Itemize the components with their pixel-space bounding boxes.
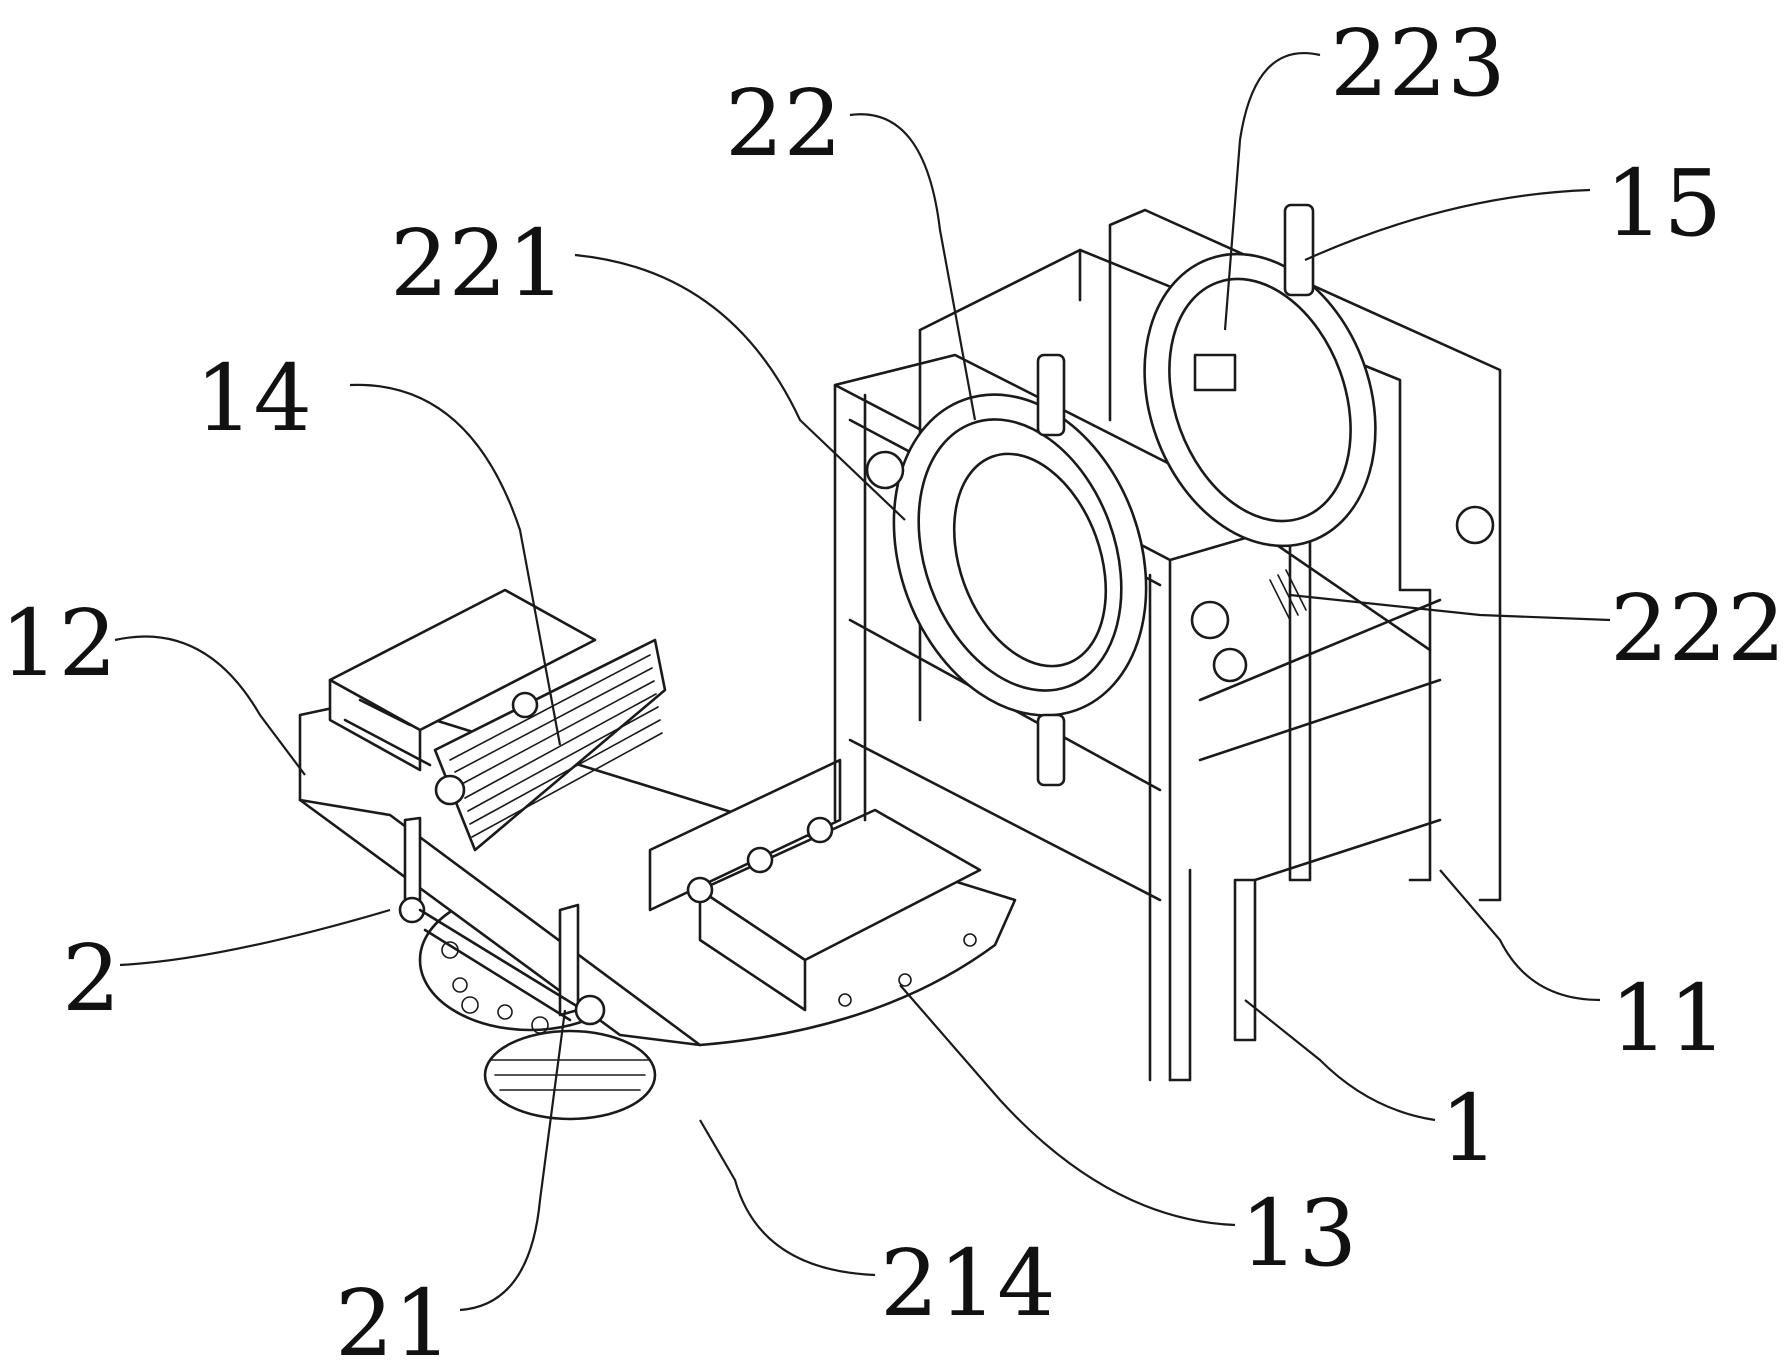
leader-214 bbox=[699, 1119, 876, 1277]
link-bar bbox=[418, 908, 577, 1022]
gear-ring-214 bbox=[489, 1059, 651, 1091]
leader-21 bbox=[459, 1009, 567, 1312]
bolt-hole bbox=[497, 1004, 513, 1020]
rear-coil-outer bbox=[1143, 252, 1377, 548]
leader-222 bbox=[1289, 593, 1611, 622]
bolt bbox=[838, 993, 852, 1007]
pivot bbox=[574, 994, 606, 1026]
leader-11 bbox=[1439, 869, 1601, 1002]
clamp-rail bbox=[343, 698, 432, 767]
back-plate bbox=[648, 758, 842, 912]
side-frame bbox=[1253, 513, 1432, 882]
label-2: 2 bbox=[62, 925, 121, 1032]
bolt-hole bbox=[461, 996, 479, 1014]
label-221: 221 bbox=[390, 210, 566, 317]
plate-edge bbox=[298, 798, 702, 1047]
knob bbox=[746, 846, 774, 874]
label-1: 1 bbox=[1440, 1075, 1499, 1182]
coil-assembly-22 bbox=[865, 203, 1495, 787]
label-223: 223 bbox=[1330, 10, 1506, 117]
leader-1 bbox=[1244, 999, 1436, 1122]
front-frame bbox=[833, 353, 1292, 1082]
bolt bbox=[898, 973, 912, 987]
label-21: 21 bbox=[335, 1270, 452, 1369]
axle bbox=[1455, 505, 1495, 545]
leader-13 bbox=[899, 984, 1236, 1227]
leader-223 bbox=[1223, 52, 1321, 331]
top-pipe-15 bbox=[1283, 203, 1315, 297]
roller-222 bbox=[1190, 600, 1230, 640]
label-11: 11 bbox=[1610, 965, 1727, 1072]
clip-223 bbox=[1193, 353, 1237, 392]
frame-braces bbox=[1198, 598, 1442, 882]
block-side bbox=[698, 888, 807, 1012]
label-222: 222 bbox=[1610, 575, 1786, 682]
rear-coil-inner bbox=[1168, 277, 1352, 523]
bolt-hole bbox=[531, 1016, 549, 1034]
left-clamp-block bbox=[328, 588, 597, 772]
leader-22 bbox=[849, 113, 977, 421]
label-12: 12 bbox=[0, 590, 117, 697]
leader-2 bbox=[119, 908, 391, 967]
spring-222 bbox=[1269, 569, 1307, 621]
label-214: 214 bbox=[880, 1230, 1056, 1337]
bottom-pipe bbox=[1036, 713, 1066, 787]
frame-foot bbox=[1168, 868, 1257, 1082]
roller-222 bbox=[1212, 647, 1248, 683]
label-13: 13 bbox=[1240, 1180, 1357, 1287]
roller bbox=[511, 691, 539, 719]
front-coil-outer bbox=[892, 393, 1148, 717]
leader-lines bbox=[114, 52, 1611, 1312]
axle bbox=[865, 450, 905, 490]
front-clamp-block-13 bbox=[648, 758, 982, 1012]
front-coil-mid bbox=[917, 418, 1123, 692]
knob bbox=[686, 876, 714, 904]
heat-sink-14 bbox=[433, 638, 667, 852]
knob bbox=[806, 816, 834, 844]
leader-15 bbox=[1304, 188, 1591, 262]
bolt bbox=[963, 933, 977, 947]
rear-frame-outer bbox=[1078, 208, 1502, 902]
front-coil-inner bbox=[952, 452, 1108, 668]
leader-12 bbox=[114, 635, 306, 776]
roller bbox=[434, 774, 466, 806]
label-14: 14 bbox=[195, 345, 312, 452]
bolt-hole bbox=[452, 977, 468, 993]
top-pipe bbox=[1036, 353, 1066, 437]
label-15: 15 bbox=[1605, 150, 1722, 257]
leader-221 bbox=[574, 253, 906, 521]
pivot bbox=[398, 896, 426, 924]
leader-14 bbox=[349, 383, 562, 746]
swing-arms bbox=[398, 816, 606, 1026]
reference-labels: 223 22 15 221 14 12 222 2 11 1 13 21 214 bbox=[0, 10, 1786, 1369]
label-22: 22 bbox=[725, 70, 842, 177]
